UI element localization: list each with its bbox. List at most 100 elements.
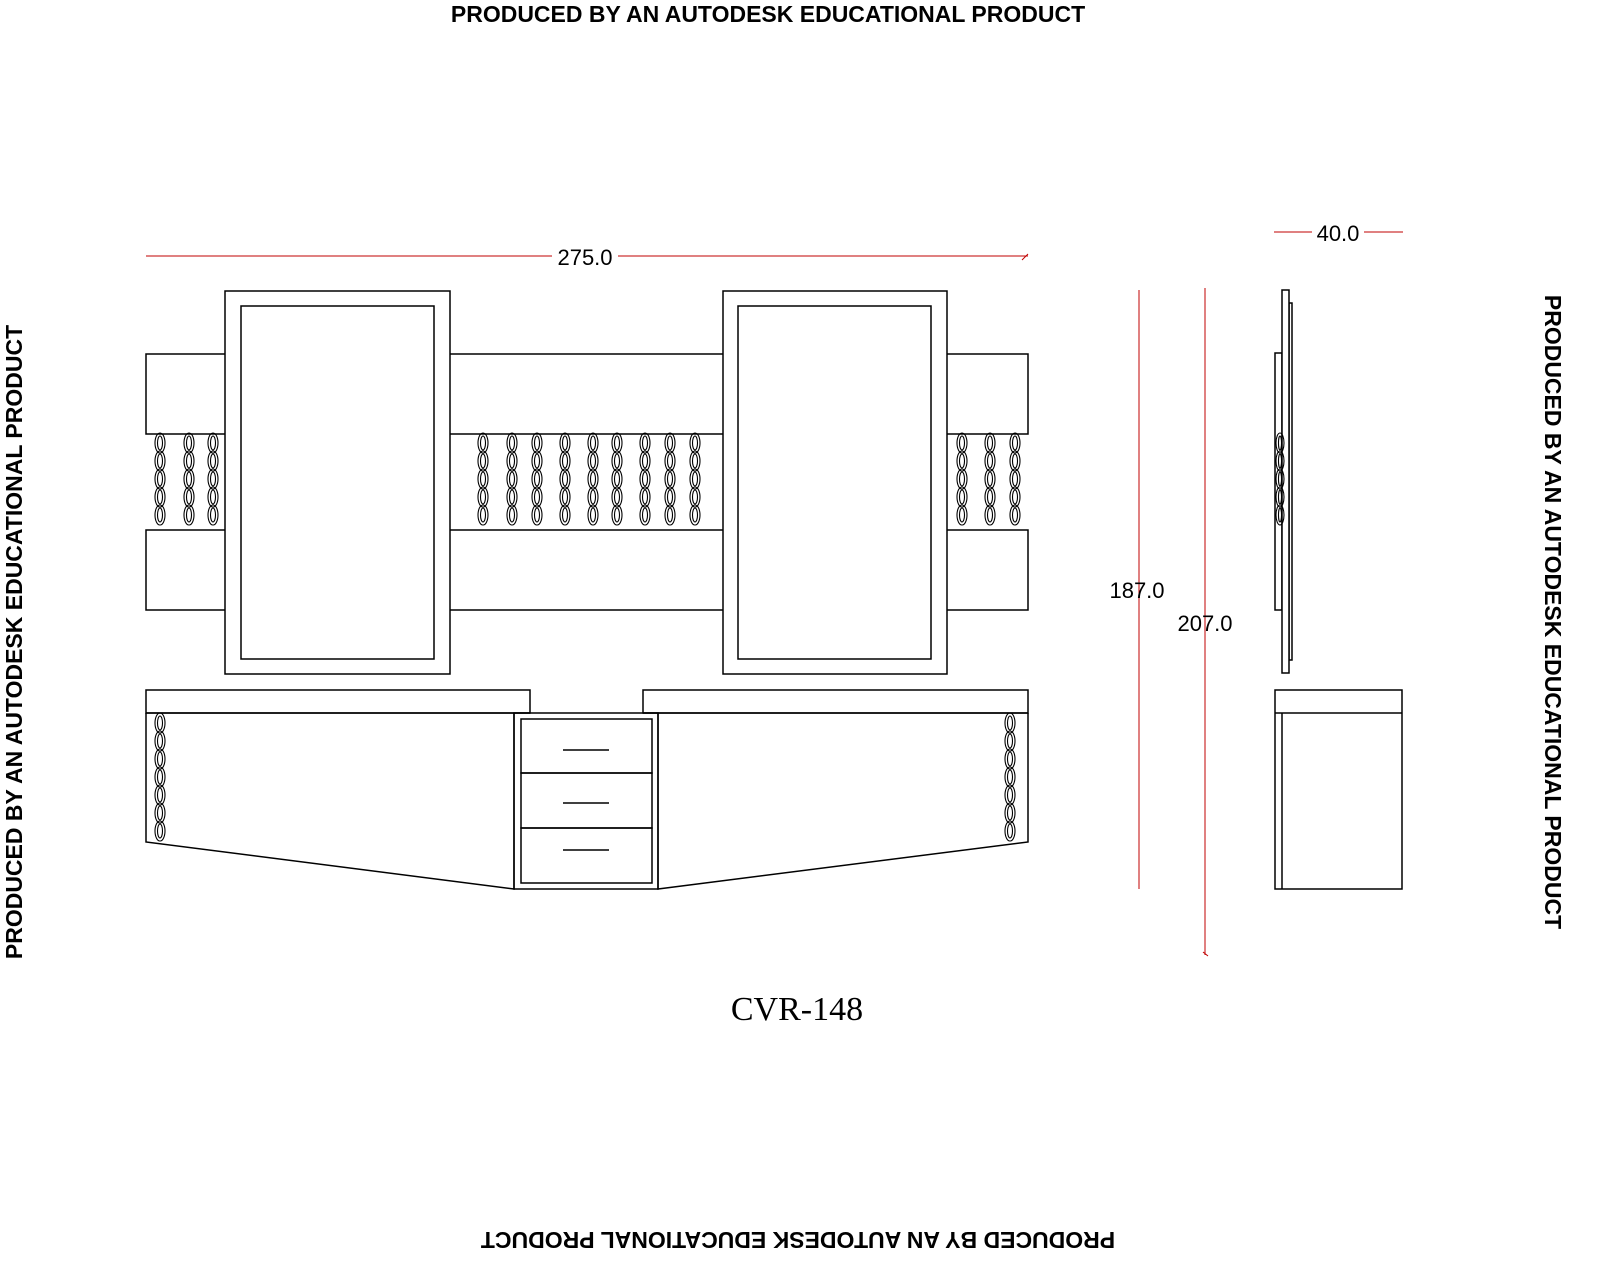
- chain-link: [689, 432, 701, 454]
- chain-link: [587, 468, 599, 490]
- chain: [183, 432, 195, 526]
- watermark-top: PRODUCED BY AN AUTODESK EDUCATIONAL PROD…: [451, 1, 1085, 27]
- front-elevation: [145, 290, 1029, 890]
- chain-link-inner: [1277, 435, 1283, 451]
- chain-link-inner: [156, 435, 164, 451]
- chain-link: [611, 468, 623, 490]
- chain-link-inner: [666, 435, 674, 451]
- left-mirror-glass: [240, 305, 435, 660]
- chain-link-inner: [185, 489, 193, 505]
- chain-link-inner: [156, 805, 164, 821]
- chain-link: [639, 486, 651, 508]
- chain-link: [506, 486, 518, 508]
- chain-link-inner: [561, 471, 569, 487]
- chain-link-inner: [479, 489, 487, 505]
- chain-link-inner: [986, 489, 994, 505]
- chain-link: [506, 468, 518, 490]
- chain: [984, 432, 996, 526]
- chain-link-inner: [479, 471, 487, 487]
- chain-link-inner: [666, 471, 674, 487]
- chain-link: [183, 432, 195, 454]
- drawer-3: [520, 827, 653, 884]
- chain-link: [506, 432, 518, 454]
- chain-link-inner: [958, 453, 966, 469]
- width-dimension-label: 275.0: [557, 245, 612, 270]
- chain-link-inner: [958, 471, 966, 487]
- chain-link: [611, 432, 623, 454]
- chain-link-inner: [613, 507, 621, 523]
- chain-link: [1004, 712, 1016, 734]
- chain-link: [154, 504, 166, 526]
- chain: [1004, 712, 1016, 842]
- chain-link: [559, 504, 571, 526]
- chain-link-inner: [666, 507, 674, 523]
- chain-link-inner: [533, 471, 541, 487]
- cabinet-chains: [154, 712, 1016, 842]
- chain: [1009, 432, 1021, 526]
- chain-link: [477, 450, 489, 472]
- chain-link-inner: [666, 489, 674, 505]
- chain-link-inner: [533, 507, 541, 523]
- chain-link-inner: [641, 507, 649, 523]
- chain-link-inner: [1006, 751, 1014, 767]
- wall-chains: [154, 432, 1021, 526]
- chain-link-inner: [589, 471, 597, 487]
- chain-link: [956, 450, 968, 472]
- chain-link: [1275, 432, 1285, 454]
- left-tabletop: [145, 689, 531, 714]
- chain: [611, 432, 623, 526]
- right-mirror-glass: [737, 305, 932, 660]
- chain: [207, 432, 219, 526]
- chain-link: [531, 468, 543, 490]
- depth-dimension: 40.0: [1274, 221, 1403, 246]
- chain-link-inner: [156, 751, 164, 767]
- side-elevation: [1274, 289, 1403, 890]
- chain-link: [207, 450, 219, 472]
- chain-link-inner: [156, 733, 164, 749]
- chain-link: [477, 432, 489, 454]
- chain-link-inner: [1011, 435, 1019, 451]
- chain-link-inner: [691, 507, 699, 523]
- chain-link-inner: [533, 435, 541, 451]
- chain: [639, 432, 651, 526]
- chain-link: [984, 432, 996, 454]
- chain-link: [477, 504, 489, 526]
- chain-link: [956, 468, 968, 490]
- chain-link: [506, 504, 518, 526]
- chain-link: [611, 504, 623, 526]
- chain-link-inner: [958, 489, 966, 505]
- chain-link-inner: [156, 715, 164, 731]
- depth-dimension-label: 40.0: [1317, 221, 1360, 246]
- chain-link-inner: [185, 435, 193, 451]
- chain-link-inner: [1006, 769, 1014, 785]
- chain-link: [1009, 450, 1021, 472]
- chain-link-inner: [691, 453, 699, 469]
- chain-link: [984, 468, 996, 490]
- chain-link: [1004, 748, 1016, 770]
- chain-link-inner: [209, 507, 217, 523]
- chain-link-inner: [1277, 453, 1283, 469]
- chain-link: [559, 450, 571, 472]
- chain-link-inner: [641, 435, 649, 451]
- chain-link: [477, 486, 489, 508]
- chain-link: [639, 432, 651, 454]
- chain-link: [639, 450, 651, 472]
- chain-link: [154, 486, 166, 508]
- chain-link: [154, 820, 166, 842]
- chain-link-inner: [666, 453, 674, 469]
- chain-link-inner: [533, 489, 541, 505]
- chain-link: [587, 504, 599, 526]
- chain-link: [1004, 784, 1016, 806]
- chain: [664, 432, 676, 526]
- chain-link: [183, 468, 195, 490]
- chain-link: [154, 712, 166, 734]
- chain-link: [611, 486, 623, 508]
- drawing-title: CVR-148: [731, 991, 863, 1028]
- chain-link-inner: [986, 453, 994, 469]
- chain-link: [984, 450, 996, 472]
- side-chain: [1275, 432, 1285, 526]
- chain-link: [984, 486, 996, 508]
- chain-link-inner: [1011, 489, 1019, 505]
- height-dimension-inner: 187.0: [1109, 290, 1165, 889]
